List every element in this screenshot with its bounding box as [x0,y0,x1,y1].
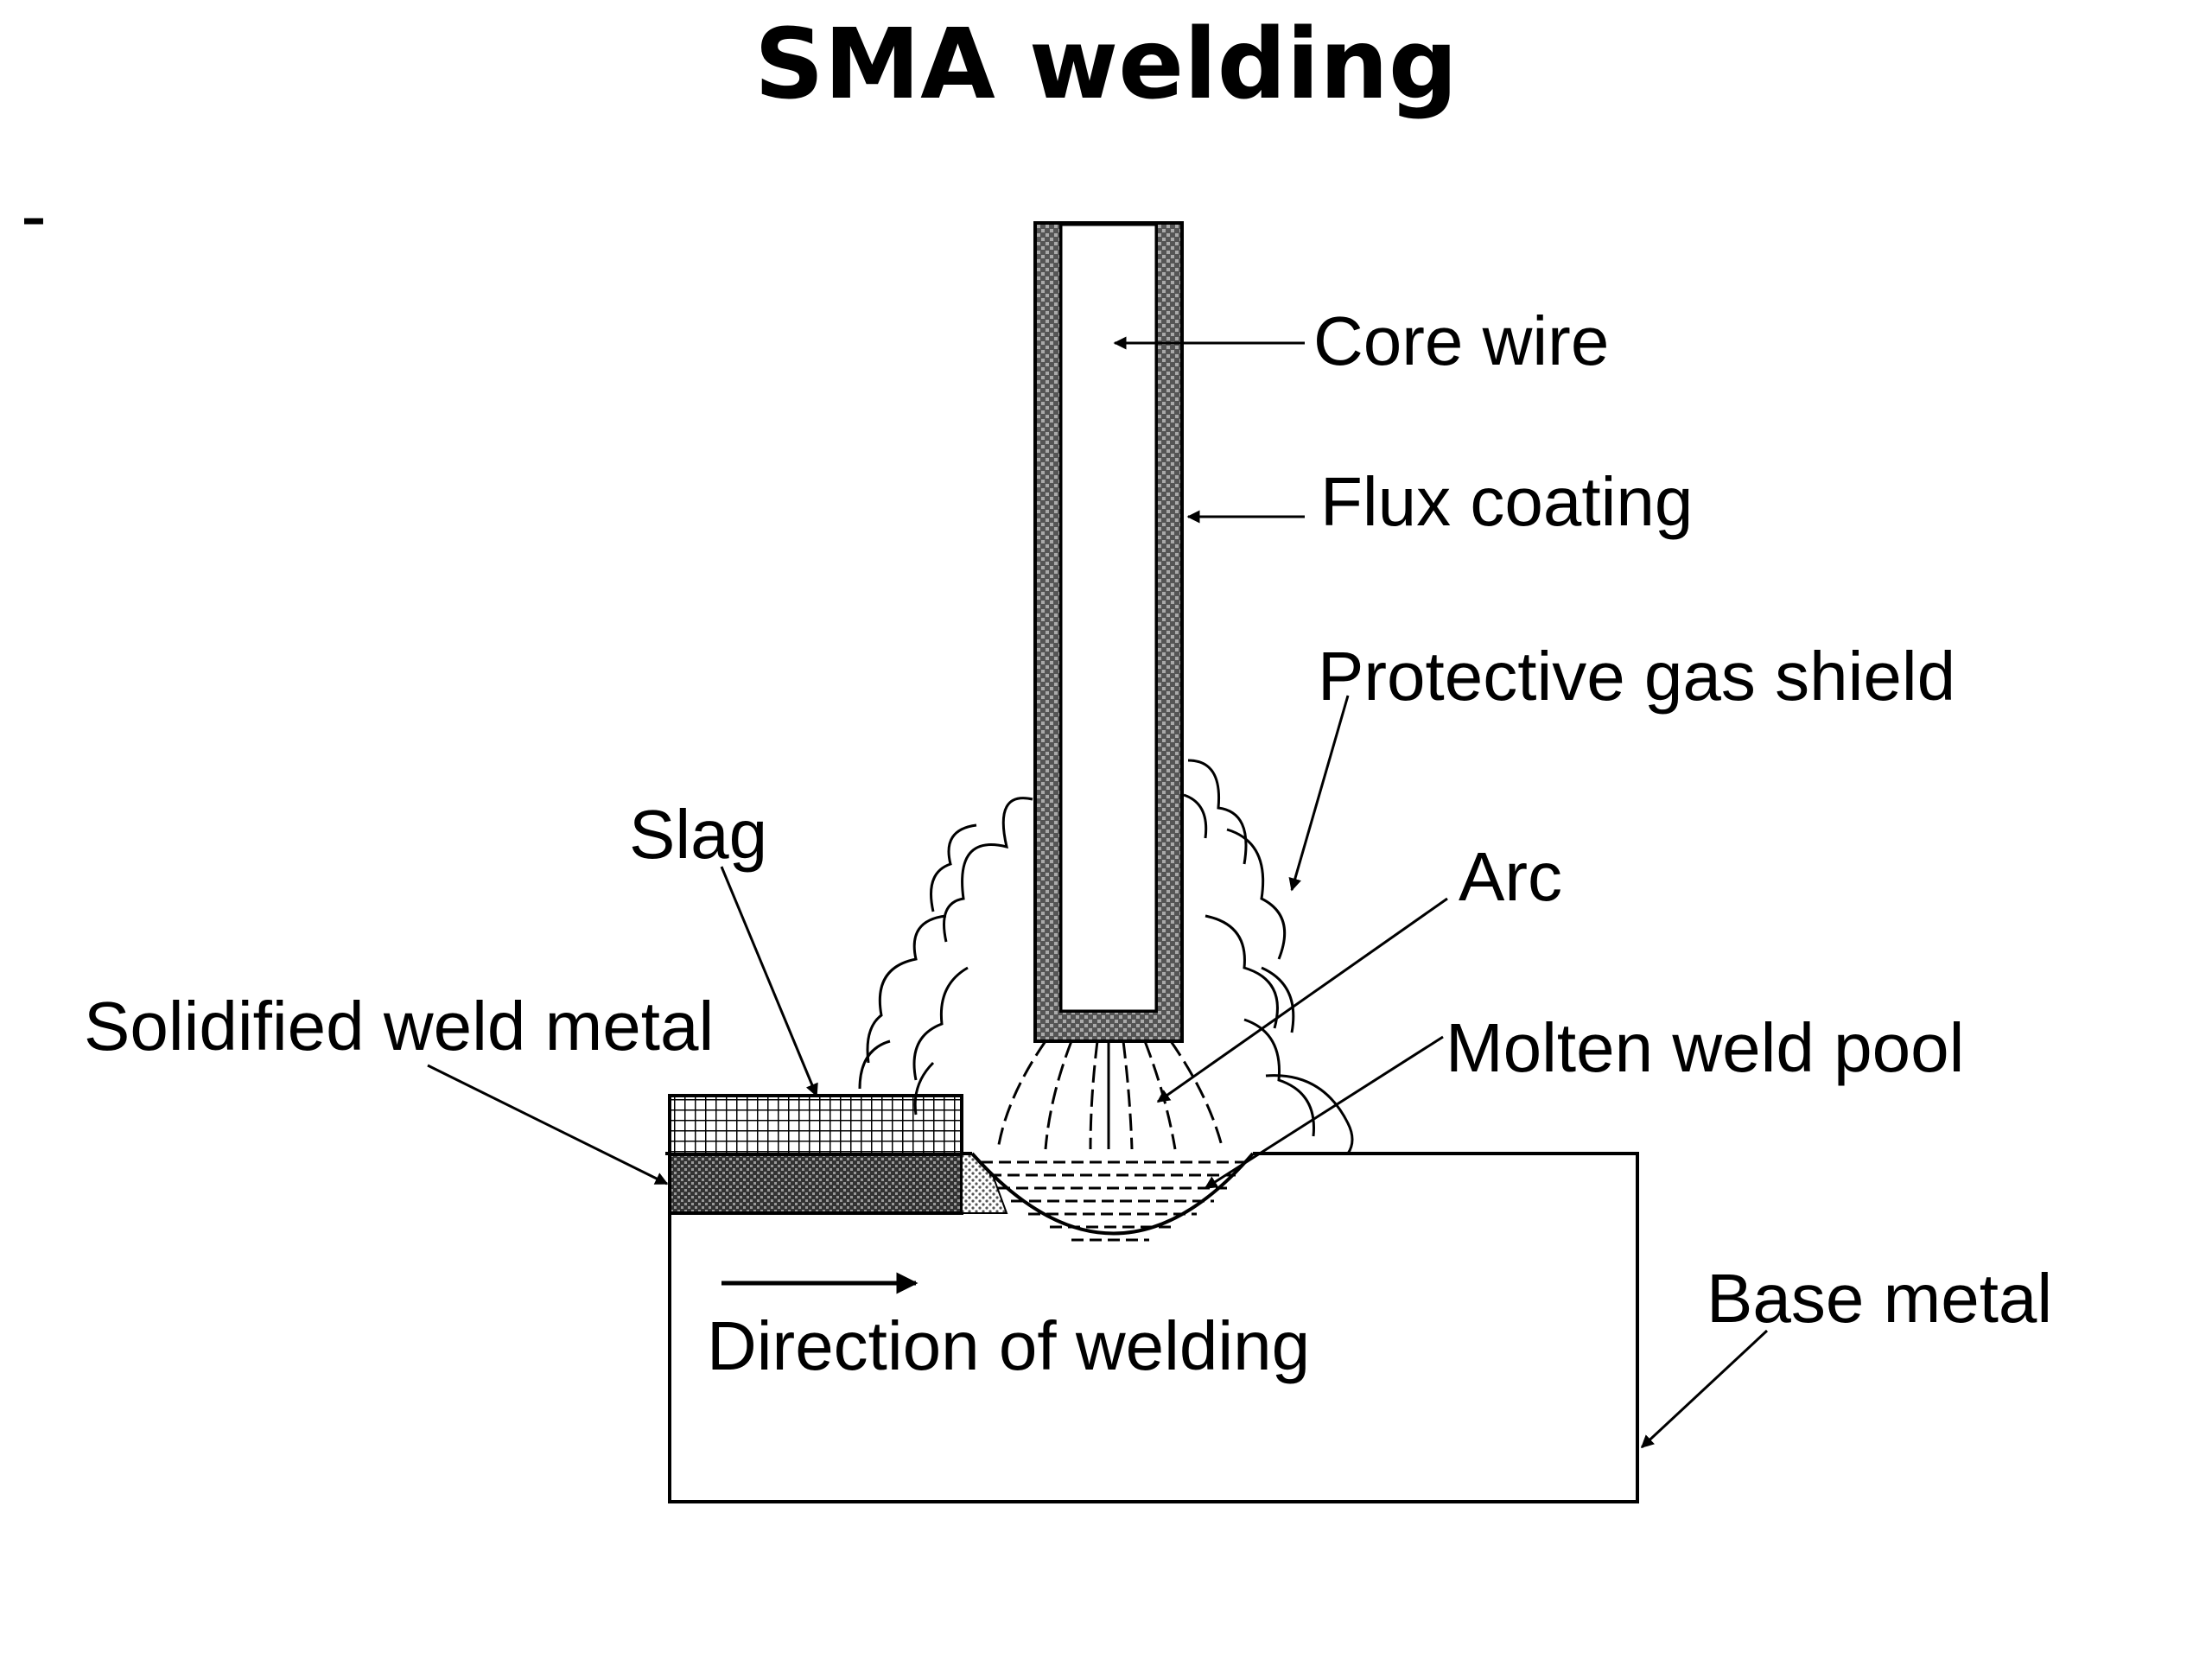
slag-layer [668,1094,963,1156]
label-solidified-weld-metal: Solidified weld metal [84,988,714,1065]
molten-pool-leader [1204,1035,1444,1190]
label-base-metal: Base metal [1707,1260,2052,1337]
label-slag: Slag [629,796,767,873]
label-core-wire: Core wire [1313,302,1609,379]
label-direction: Direction of welding [707,1307,1310,1384]
label-gas-shield: Protective gas shield [1318,638,1955,715]
slag-leader [720,866,818,1097]
leader-lines [427,336,1769,1449]
solidified-weld-leader [427,1064,669,1185]
gas-shield-leader [1288,695,1350,892]
base-metal-leader [1640,1329,1769,1449]
label-molten-weld-pool: Molten weld pool [1446,1009,1964,1086]
solidified-weld-metal [668,1153,963,1215]
molten-weld-pool [970,1152,1255,1242]
gas-shield-puffs [858,759,1354,1154]
bullet-dash: - [21,173,47,259]
slide-title: SMA welding [753,9,1459,121]
label-arc: Arc [1459,838,1562,915]
arc-lines [996,1040,1224,1150]
label-flux-coating: Flux coating [1320,463,1693,540]
electrode [1033,221,1184,1043]
arc-leader [1156,897,1448,1103]
